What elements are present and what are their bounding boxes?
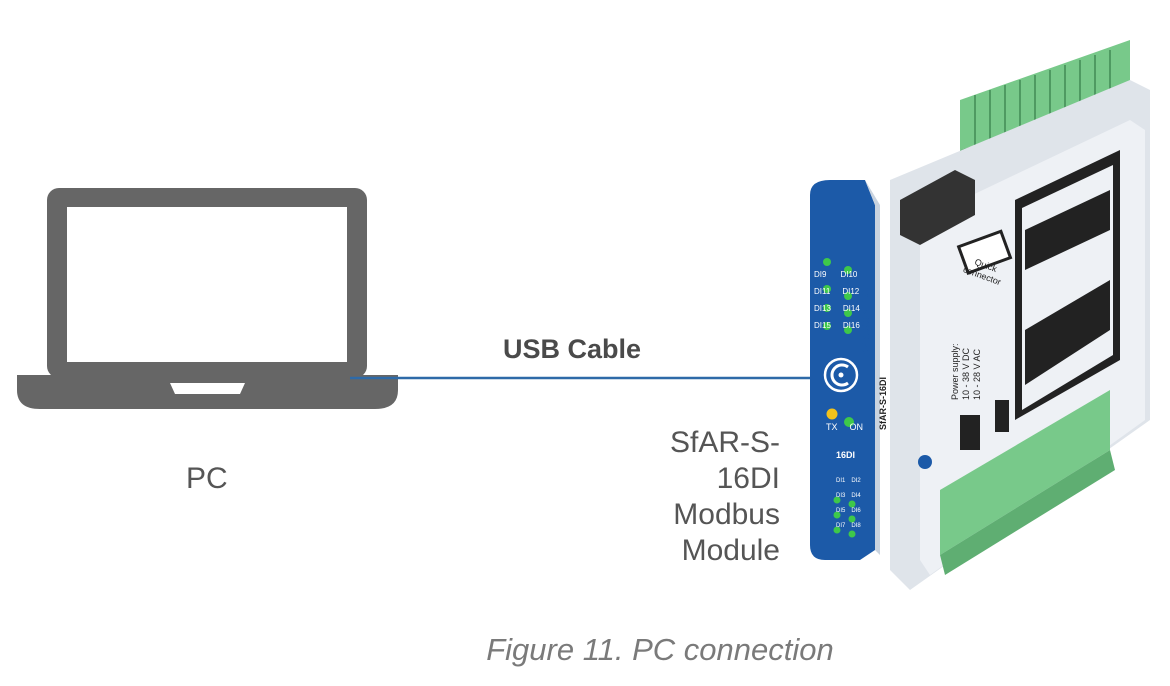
on-label: ON xyxy=(849,422,864,432)
led-label: DI3 xyxy=(836,493,846,499)
led-labels-top: DI9 DI10 DI11 DI12 DI13 DI14 DI15 DI16 xyxy=(814,266,860,334)
led-label: DI8 xyxy=(851,523,861,529)
module-label-line: SfAR-S- xyxy=(669,426,780,459)
led-label: DI14 xyxy=(842,304,860,313)
pc-label: PC xyxy=(186,462,228,495)
model-label: SfAR-S-16DI xyxy=(878,376,888,430)
led-label: DI2 xyxy=(851,478,861,484)
laptop-icon xyxy=(17,188,398,409)
model-short-label: 16DI xyxy=(836,450,856,460)
led-label: DI6 xyxy=(851,508,861,514)
led-label: DI4 xyxy=(851,493,861,499)
power-supply-line: Power supply: xyxy=(950,343,960,400)
module-label-line: 16DI xyxy=(716,462,780,495)
module-label: SfAR-S- 16DI Modbus Module xyxy=(610,425,780,569)
led-label: DI12 xyxy=(842,287,860,296)
led-label: DI7 xyxy=(836,523,846,529)
led-label: DI10 xyxy=(840,270,858,279)
figure-caption: Figure 11. PC connection xyxy=(486,632,834,667)
bottom-terminal-block xyxy=(940,390,1115,575)
led-label: DI9 xyxy=(814,270,827,279)
power-supply-line: 10 - 38 V DC xyxy=(961,347,971,400)
sfar-module-image xyxy=(810,40,1150,590)
power-supply-label: Power supply: 10 - 38 V DC 10 - 28 V AC xyxy=(950,343,983,400)
led-label: DI15 xyxy=(814,321,831,330)
status-led-labels: TX ON xyxy=(826,422,863,432)
led-label: DI5 xyxy=(836,508,846,514)
module-label-line: Modbus xyxy=(673,498,780,531)
usb-cable-label: USB Cable xyxy=(503,334,642,364)
led-label: DI16 xyxy=(842,321,860,330)
brand-label: iSMACONTROLLI xyxy=(860,268,872,360)
led-label: DI11 xyxy=(814,287,831,296)
led-labels-bottom: DI1 DI2 DI3 DI4 DI5 DI6 DI7 DI8 xyxy=(836,474,861,534)
led-label: DI1 xyxy=(836,478,846,484)
module-label-line: Module xyxy=(681,534,780,567)
tx-label: TX xyxy=(826,422,838,432)
led-label: DI13 xyxy=(814,304,831,313)
power-supply-line: 10 - 28 V AC xyxy=(972,348,982,400)
usb-cable-line xyxy=(350,376,820,380)
